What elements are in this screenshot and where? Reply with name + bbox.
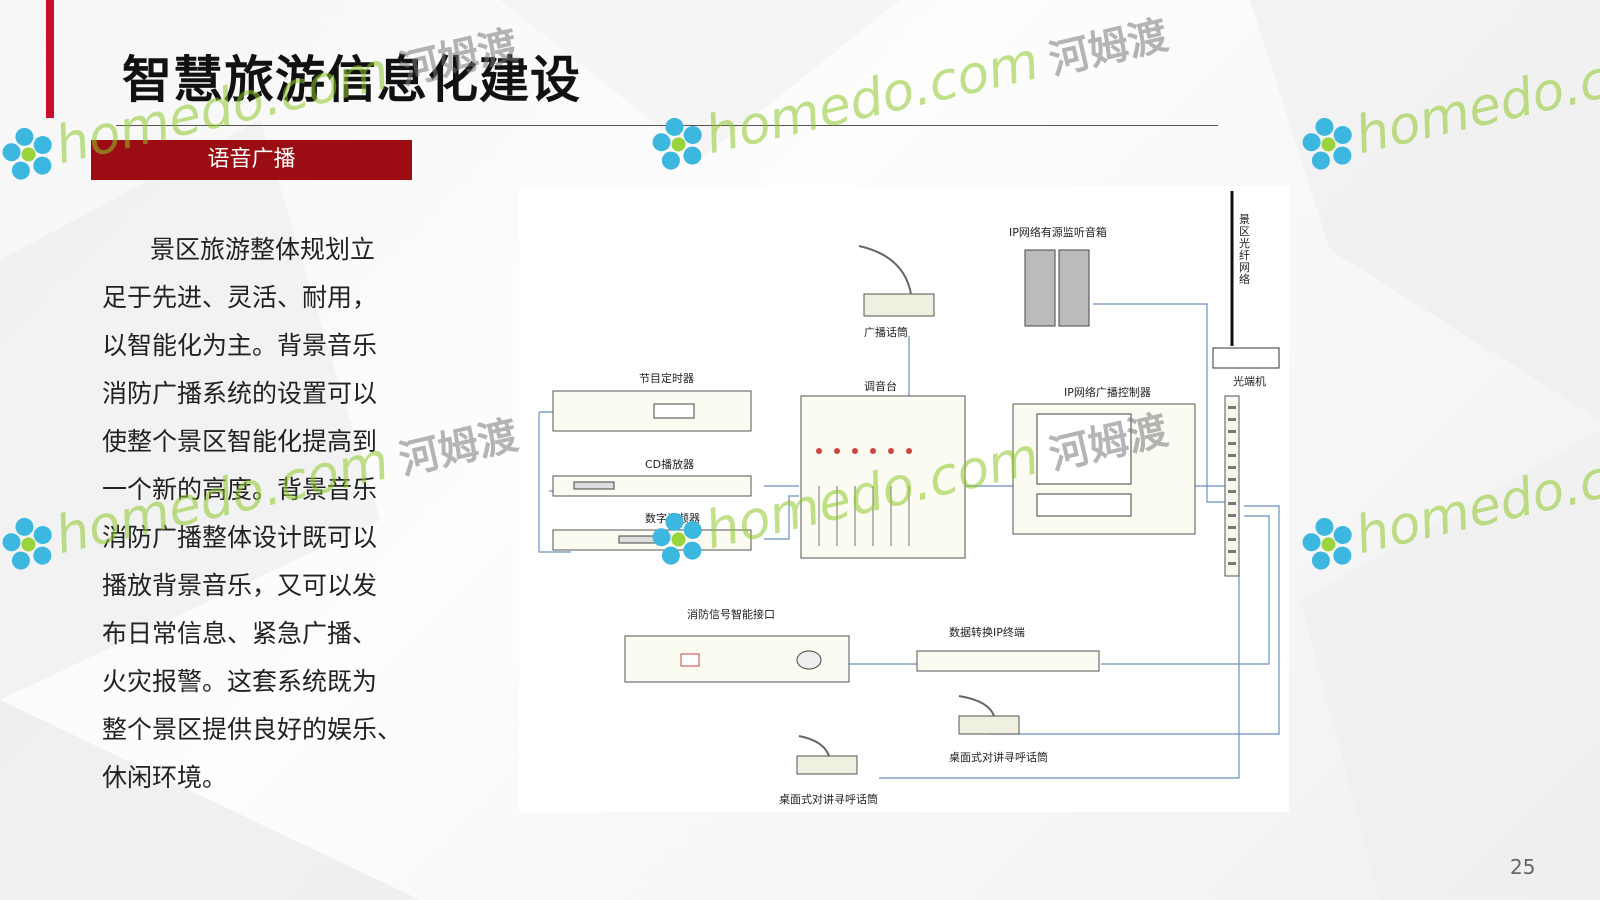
label-fiber-network: 景区光纤网络 (1239, 213, 1250, 286)
body-line: 使整个景区智能化提高到 (102, 427, 378, 456)
body-line: 一个新的高度。背景音乐 (102, 475, 378, 504)
body-line: 火灾报警。这套系统既为 (102, 667, 378, 696)
label-broadcast-mic: 广播话筒 (864, 326, 908, 339)
label-timer: 节目定时器 (639, 372, 694, 385)
section-label: 语音广播 (91, 140, 412, 180)
title-divider (116, 125, 1218, 126)
broadcast-system-diagram: 景区光纤网络 IP网络有源监听音箱 广播话筒 节目定时器 调音台 IP网络广播控… (519, 186, 1289, 812)
slide-title: 智慧旅游信息化建设 (122, 51, 581, 109)
body-line: 整个景区提供良好的娱乐、 (102, 715, 403, 744)
label-mixer: 调音台 (864, 380, 897, 393)
label-desk-intercom-2: 桌面式对讲寻呼话筒 (779, 793, 878, 806)
body-line: 播放背景音乐，又可以发 (102, 571, 378, 600)
body-line: 布日常信息、紧急广播、 (102, 619, 378, 648)
body-line: 以智能化为主。背景音乐 (102, 331, 378, 360)
body-text: 景区旅游整体规划立 足于先进、灵活、耐用， 以智能化为主。背景音乐 消防广播系统… (102, 226, 414, 802)
page-number: 25 (1510, 855, 1536, 879)
body-line: 景区旅游整体规划立 (150, 235, 376, 264)
diagram-drawing (538, 191, 1280, 779)
body-line: 消防广播整体设计既可以 (102, 523, 378, 552)
label-cd-player: CD播放器 (645, 458, 695, 471)
label-ip-controller: IP网络广播控制器 (1064, 386, 1151, 399)
accent-bar (46, 0, 54, 118)
body-line: 足于先进、灵活、耐用， (102, 283, 378, 312)
body-line: 消防广播系统的设置可以 (102, 379, 378, 408)
body-line: 休闲环境。 (102, 763, 228, 792)
label-ip-terminal: 数据转换IP终端 (949, 626, 1025, 639)
label-tuner: 数字调频器 (645, 512, 700, 525)
label-optical-terminal: 光端机 (1233, 375, 1266, 388)
label-fire-interface: 消防信号智能接口 (687, 608, 775, 621)
label-ip-speaker: IP网络有源监听音箱 (1009, 226, 1107, 239)
label-desk-intercom-1: 桌面式对讲寻呼话筒 (949, 751, 1048, 764)
